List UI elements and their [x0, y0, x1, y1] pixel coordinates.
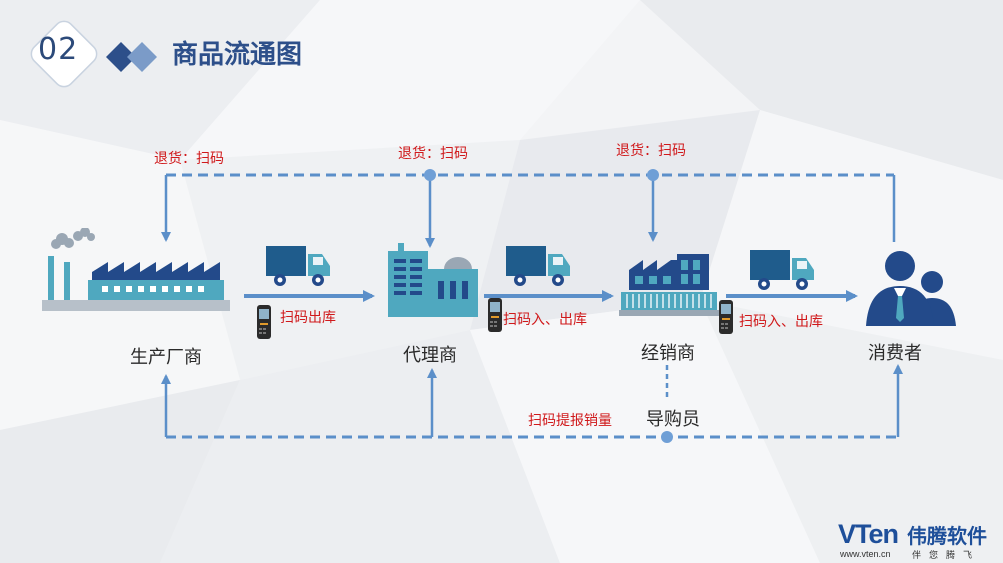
section-number: 02	[38, 32, 79, 67]
node-label-distributor: 经销商	[641, 343, 695, 364]
brand-logo: VTen www.vten.cn	[838, 519, 899, 559]
return-dashed-line	[161, 169, 896, 248]
flow-label-step2: 扫码入、出库	[503, 312, 587, 328]
node-label-manufacturer: 生产厂商	[130, 347, 202, 368]
brand-url: www.vten.cn	[840, 549, 891, 559]
feedback-dashed-line	[161, 364, 903, 443]
truck-icon	[506, 246, 570, 286]
consumer-people-icon	[866, 251, 956, 326]
page-title: 商品流通图	[172, 40, 303, 70]
section-number-badge	[30, 20, 98, 88]
truck-icon	[266, 246, 330, 286]
agent-building-icon	[388, 243, 478, 317]
diamond-icon	[106, 42, 157, 72]
feedback-label: 扫码提报销量	[528, 413, 612, 429]
brand-name: 伟腾软件	[907, 524, 987, 548]
truck-icon	[750, 250, 814, 290]
barcode-scanner-icon	[719, 300, 733, 334]
node-label-consumer: 消费者	[868, 343, 922, 364]
brand-logo-text: VTen	[838, 519, 899, 549]
brand-slogan: 伴您腾飞	[912, 551, 981, 561]
return-label-right: 退货：扫码	[616, 143, 686, 159]
flow-label-step1: 扫码出库	[280, 310, 336, 326]
distributor-factory-icon	[619, 254, 719, 316]
barcode-scanner-icon	[257, 305, 271, 339]
barcode-scanner-icon	[488, 298, 502, 332]
factory-icon	[42, 228, 230, 311]
node-label-agent: 代理商	[403, 345, 457, 366]
node-label-shopping-guide: 导购员	[646, 409, 700, 430]
return-label-left: 退货：扫码	[154, 151, 224, 167]
flow-label-step3: 扫码入、出库	[739, 314, 823, 330]
return-label-middle: 退货：扫码	[398, 146, 468, 162]
